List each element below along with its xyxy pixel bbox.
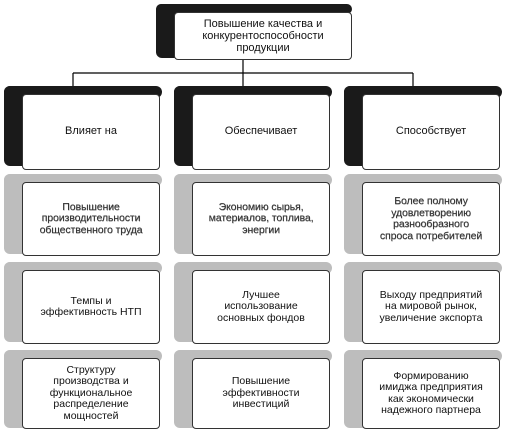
header-label-2: Обеспечивает (224, 125, 298, 138)
item-3-3-line-3: как экономически (388, 392, 474, 405)
header-box-2: Обеспечивает (192, 94, 330, 170)
root-box: Повышение качества и конкурентоспособнос… (174, 12, 352, 60)
root-line-2: конкурентоспособности (202, 30, 324, 42)
item-2-1-line-3: энергии (242, 223, 280, 236)
item-1-3-line-1: Структуру (66, 363, 116, 376)
item-box-1-2: Темпы и эффективность НТП (22, 270, 160, 344)
item-3-2-line-3: увеличение экспорта (379, 311, 483, 324)
item-2-2-line-2: использование (224, 300, 298, 313)
header-label-3: Способствует (395, 125, 467, 138)
root-line-3: продукции (236, 42, 290, 54)
item-3-3-line-2: имиджа предприятия (379, 381, 483, 393)
item-box-3-2: Выходу предприятий на мировой рынок, уве… (362, 270, 500, 344)
item-box-3-3: Формированию имиджа предприятия как экон… (362, 358, 500, 429)
item-1-2-line-1: Темпы и (70, 294, 112, 307)
item-3-1-line-1: Более полному (394, 195, 468, 207)
item-1-3-line-4: распределение (53, 398, 129, 411)
item-3-1-line-2: удовлетворению (391, 206, 471, 219)
item-3-3-line-4: надежного партнера (381, 404, 481, 416)
item-3-1-line-3: разнообразного (393, 218, 469, 230)
item-3-2-line-1: Выходу предприятий (379, 288, 483, 301)
header-label-1: Влияет на (65, 125, 117, 138)
item-1-1-line-1: Повышение (62, 200, 120, 213)
item-1-2-line-2: эффективность НТП (40, 306, 142, 318)
item-box-1-3: Структуру производства и функциональное … (22, 358, 160, 429)
item-2-2-line-3: основных фондов (217, 311, 305, 324)
item-3-1-line-4: спроса потребителей (379, 229, 483, 242)
item-box-1-1: Повышение производительности общественно… (22, 182, 160, 256)
item-2-3-line-3: инвестиций (232, 398, 290, 411)
item-3-3-line-1: Формированию (393, 369, 469, 382)
header-box-1: Влияет на (22, 94, 160, 170)
item-1-3-line-5: мощностей (63, 409, 119, 422)
item-2-2-line-1: Лучшее (242, 288, 280, 301)
item-box-2-1: Экономию сырья, материалов, топлива, эне… (192, 182, 330, 256)
item-2-1-line-1: Экономию сырья, (218, 200, 304, 213)
item-2-3-line-1: Повышение (231, 375, 291, 388)
item-1-1-line-2: производительности (41, 212, 141, 225)
item-box-2-3: Повышение эффективности инвестиций (192, 358, 330, 429)
header-box-3: Способствует (362, 94, 500, 170)
item-box-3-1: Более полному удовлетворению разнообразн… (362, 182, 500, 256)
item-1-3-line-3: функциональное (49, 386, 133, 399)
item-2-1-line-2: материалов, топлива, (208, 212, 314, 225)
item-1-3-line-2: производства и (53, 375, 129, 388)
item-box-2-2: Лучшее использование основных фондов (192, 270, 330, 344)
root-line-1: Повышение качества и (203, 18, 323, 30)
item-2-3-line-2: эффективности (222, 386, 300, 399)
item-3-2-line-2: на мировой рынок, (385, 300, 477, 313)
item-1-1-line-3: общественного труда (39, 223, 143, 236)
